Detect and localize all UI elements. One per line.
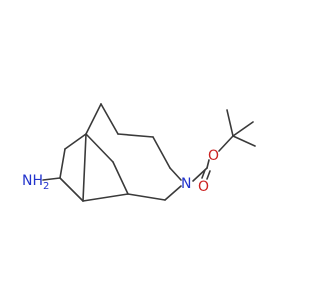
bond-c10-c11	[127, 193, 166, 201]
tert-butyl-group	[226, 109, 256, 147]
amine-label: NH2	[22, 173, 49, 192]
bond-c10-c8	[82, 193, 129, 202]
bond-oester-ctert	[218, 135, 234, 152]
bond-c2-c4	[117, 133, 154, 138]
bond-c7-c8	[59, 177, 84, 202]
molecule-structure: NH2 N O O	[22, 103, 256, 202]
bond-carbonyl-double-b	[206, 170, 211, 180]
bond-c7-nh2	[42, 177, 61, 181]
bond-ccarbonyl-oester	[206, 159, 210, 169]
bond-skeleton	[42, 103, 182, 202]
bond-c3-c6	[64, 133, 87, 150]
bond-ctert-me2	[232, 135, 256, 147]
ester-oxygen-label: O	[208, 148, 219, 164]
carbonyl-oxygen-label: O	[198, 179, 209, 195]
bond-ctert-me1	[232, 121, 254, 137]
atom-labels: NH2 N O O	[22, 148, 219, 195]
carbamate-group	[192, 135, 234, 182]
bond-c5-n	[169, 167, 182, 181]
bond-c1-c3	[85, 103, 102, 135]
bond-c3-c9	[85, 133, 114, 163]
bond-c6-c7	[59, 148, 66, 179]
bond-c9-c10	[112, 161, 129, 195]
bond-c4-c5	[152, 136, 171, 169]
ring-nitrogen-label: N	[181, 176, 191, 192]
bond-carbonyl-double-a	[201, 169, 206, 179]
bond-c11-n	[164, 185, 182, 201]
bond-c1-c2	[100, 103, 119, 135]
bond-c8-c3	[82, 133, 87, 202]
bond-ctert-me3	[226, 109, 234, 137]
